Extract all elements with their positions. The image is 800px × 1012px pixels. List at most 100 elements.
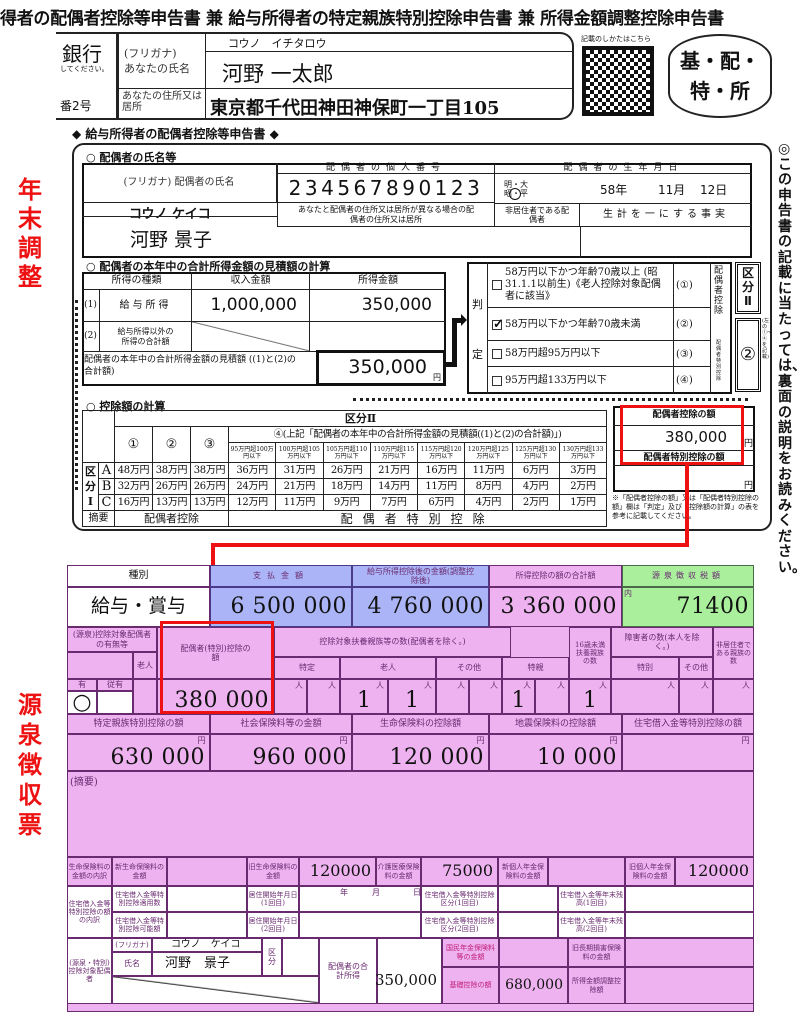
pension-amount[interactable]: [499, 938, 568, 967]
col-income: 所得金額: [310, 272, 446, 290]
dependent-count[interactable]: 人: [679, 679, 713, 714]
spouse-deduction-amount[interactable]: 380,000: [664, 428, 727, 447]
slip-spouse-furigana[interactable]: コウノ ケイコ: [152, 938, 262, 952]
dependent-count[interactable]: 人: [274, 679, 307, 714]
kubun-note: (左の①〜④を記載): [762, 318, 773, 360]
after-deduction-amount[interactable]: 4 760 000: [352, 587, 489, 627]
qr-code-icon[interactable]: [582, 46, 654, 116]
deduction-cell: 21万円: [275, 478, 324, 495]
judgement-option[interactable]: 95万円超133万円以下(④): [487, 367, 710, 394]
remarks-label: (摘要): [70, 777, 98, 788]
row1-income[interactable]: 350,000: [310, 290, 446, 322]
deduction-total-amount[interactable]: 3 360 000: [489, 587, 622, 627]
judgement-option[interactable]: 58万円以下かつ年齢70歳以上 (昭31.1.1以前生)《老人控除対象配偶者に該…: [487, 262, 710, 308]
dotted-connector: [353, 398, 748, 401]
old-pension-amount[interactable]: 120000: [675, 857, 754, 886]
persons-unit: 人: [490, 681, 498, 690]
balance1[interactable]: [625, 886, 754, 912]
applicant-furigana[interactable]: コウノ イチタロウ: [228, 37, 327, 50]
start2-label: 居住開始年月日(2回目): [247, 912, 299, 938]
basic-amount[interactable]: 680,000: [499, 967, 568, 1004]
housing-kubun1[interactable]: [498, 886, 558, 912]
total-income[interactable]: 350,000: [316, 350, 446, 386]
judgement-option[interactable]: ✓58万円以下かつ年齢70歳未満(②): [487, 308, 710, 341]
balance2[interactable]: [625, 912, 754, 938]
year-end-label: 年末調整: [18, 176, 42, 291]
start2-date[interactable]: [299, 912, 421, 938]
dependent-count[interactable]: 人: [469, 679, 502, 714]
spouse-deduction-amount[interactable]: 380 000: [157, 679, 274, 714]
start1-date[interactable]: [299, 886, 421, 912]
spouse-my-number[interactable]: 234567890123: [277, 174, 495, 203]
old-life-amount[interactable]: 120000: [299, 857, 376, 886]
highlight-connector: [685, 465, 689, 547]
dependent-count[interactable]: 人: [307, 679, 340, 714]
payment-amount[interactable]: 6 500 000: [210, 587, 352, 627]
spouse-flag[interactable]: ○: [67, 690, 97, 715]
yen-unit: 円: [609, 736, 618, 745]
new-life-amount[interactable]: [167, 857, 247, 886]
slip-kubun-label: 区分: [262, 938, 282, 976]
spouse-name[interactable]: 河野 景子: [130, 229, 213, 251]
dependent-count[interactable]: 人: [436, 679, 469, 714]
kubun2-value[interactable]: ②: [735, 318, 761, 392]
spouse-furigana[interactable]: コウノ ケイコ: [129, 207, 211, 222]
tax-amount[interactable]: 71400: [622, 587, 754, 627]
remarks-field[interactable]: [67, 771, 754, 857]
deduction-cell: 36万円: [227, 462, 277, 479]
subordinate-value[interactable]: [97, 691, 133, 714]
dependent-count[interactable]: 人: [611, 679, 679, 714]
deduction-cell: 26万円: [152, 478, 191, 495]
deduction-cell: 14万円: [369, 478, 419, 495]
checkbox[interactable]: [492, 375, 502, 386]
judgement-option[interactable]: 58万円超95万円以下(③): [487, 341, 710, 367]
care-amount[interactable]: 75000: [421, 857, 498, 886]
checkbox[interactable]: [492, 349, 502, 359]
deduction-cell: 1万円: [558, 494, 608, 511]
housing-breakdown-label: 住宅借入金等特別控除の額の内訳: [67, 886, 112, 938]
birth-day[interactable]: 12日: [700, 183, 728, 197]
col-header: ②: [152, 426, 191, 463]
summary-label: 摘要: [82, 510, 115, 527]
slip-spouse-income[interactable]: 350,000: [375, 938, 442, 1004]
new-pension-amount[interactable]: [548, 857, 625, 886]
applicant-address[interactable]: 東京都千代田神田神保町一丁目105: [210, 98, 500, 119]
applicant-name[interactable]: 河野 一太郎: [222, 62, 334, 86]
deduction-cell: 13万円: [190, 494, 229, 511]
row2-income[interactable]: [310, 322, 446, 352]
persons-unit: 人: [457, 681, 465, 690]
deduction-cell: 31万円: [275, 462, 324, 479]
birth-month[interactable]: 11月: [658, 183, 686, 197]
housing-kubun2[interactable]: [498, 912, 558, 938]
housing-count[interactable]: [167, 886, 247, 912]
longterm-amount[interactable]: [625, 938, 754, 967]
adjust-amount[interactable]: [625, 967, 754, 1004]
birth-year[interactable]: 58年: [600, 183, 628, 197]
row1-revenue[interactable]: 1,000,000: [192, 290, 310, 322]
housing-possible[interactable]: [167, 912, 247, 938]
spouse-table: [82, 163, 752, 258]
kubun1-label: 区分Ⅰ: [82, 462, 99, 511]
elderly-value[interactable]: [133, 679, 157, 714]
arrow-connector: [452, 320, 457, 367]
deduction-cell: 8万円: [464, 478, 513, 495]
old-pension-label: 旧個人年金保険料の金額: [625, 857, 675, 886]
slip-kubun[interactable]: [282, 938, 319, 976]
livelihood-label: 生計を一にする事実: [580, 203, 752, 227]
judgement-option-text: 95万円超133万円以下: [505, 374, 607, 386]
slip-spouse-name[interactable]: 河野 景子: [152, 952, 262, 976]
row3-amount[interactable]: 円: [622, 734, 754, 771]
checkbox-checked[interactable]: ✓: [492, 316, 504, 332]
dependent-count[interactable]: 人: [713, 679, 754, 714]
dependent-count[interactable]: 人: [535, 679, 569, 714]
yen-unit: 円: [339, 736, 348, 745]
checkbox[interactable]: [492, 280, 502, 290]
